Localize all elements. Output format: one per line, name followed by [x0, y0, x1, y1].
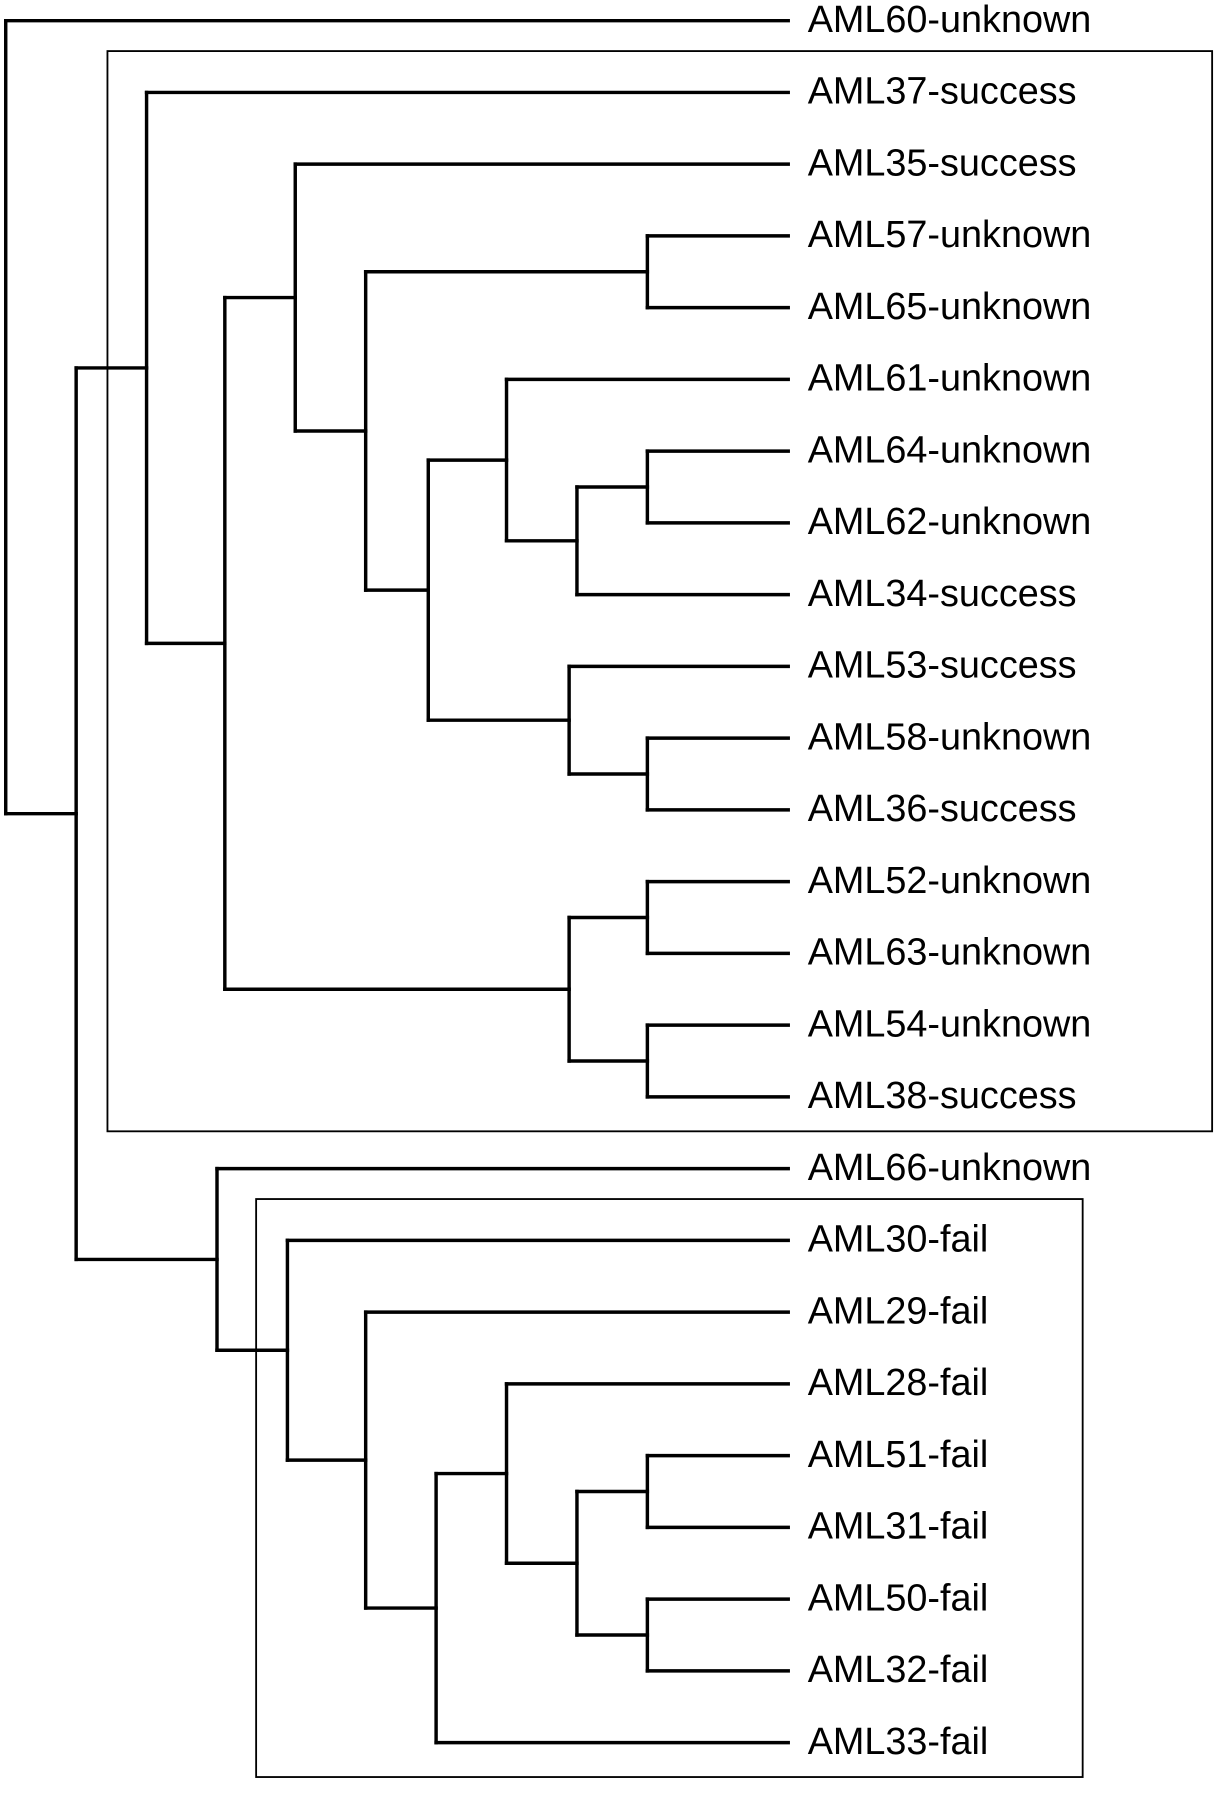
success-unknown-cluster-box — [106, 50, 1214, 1133]
leaf-label: AML64-unknown — [808, 429, 1092, 471]
leaf-label: AML62-unknown — [808, 501, 1092, 543]
leaf-labels: AML60-unknownAML37-successAML35-successA… — [808, 0, 1092, 1763]
leaf-label: AML29-fail — [808, 1290, 989, 1332]
leaf-label: AML30-fail — [808, 1218, 989, 1260]
leaf-label: AML28-fail — [808, 1362, 989, 1404]
leaf-label: AML60-unknown — [808, 0, 1092, 41]
leaf-label: AML66-unknown — [808, 1147, 1092, 1189]
leaf-label: AML38-success — [808, 1075, 1077, 1117]
leaf-label: AML53-success — [808, 645, 1077, 687]
leaf-label: AML37-success — [808, 71, 1077, 113]
leaf-label: AML61-unknown — [808, 358, 1092, 400]
leaf-label: AML32-fail — [808, 1649, 989, 1691]
leaf-label: AML50-fail — [808, 1577, 989, 1619]
leaf-label: AML65-unknown — [808, 286, 1092, 328]
leaf-label: AML36-success — [808, 788, 1077, 830]
leaf-label: AML31-fail — [808, 1505, 989, 1547]
fail-cluster-box — [255, 1198, 1084, 1778]
leaf-label: AML51-fail — [808, 1434, 989, 1476]
leaf-label: AML33-fail — [808, 1721, 989, 1763]
leaf-label: AML52-unknown — [808, 860, 1092, 902]
cluster-boxes — [106, 50, 1214, 1778]
leaf-label: AML57-unknown — [808, 214, 1092, 256]
leaf-label: AML58-unknown — [808, 716, 1092, 758]
leaf-label: AML63-unknown — [808, 932, 1092, 974]
leaf-label: AML54-unknown — [808, 1003, 1092, 1045]
leaf-label: AML34-success — [808, 573, 1077, 615]
leaf-label: AML35-success — [808, 142, 1077, 184]
branches — [4, 18, 790, 1745]
